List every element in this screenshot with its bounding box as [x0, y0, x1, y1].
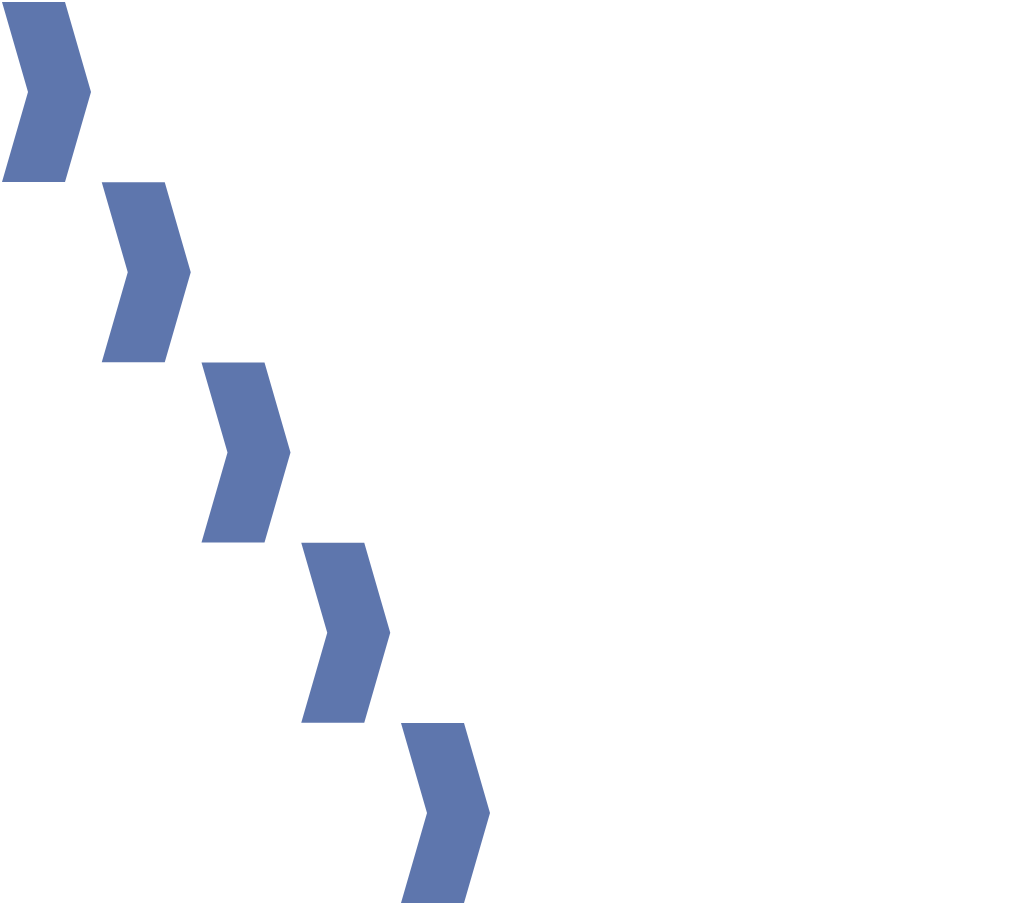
chevron-right-icon-step-5 — [401, 723, 490, 903]
chevron-right-icon-step-1 — [2, 2, 91, 182]
chevron-right-icon-step-4 — [301, 542, 391, 723]
chevron-right-icon-step-2 — [101, 182, 191, 363]
chevron-right-icon-step-3 — [201, 362, 291, 543]
chevron-layer — [2, 2, 490, 903]
